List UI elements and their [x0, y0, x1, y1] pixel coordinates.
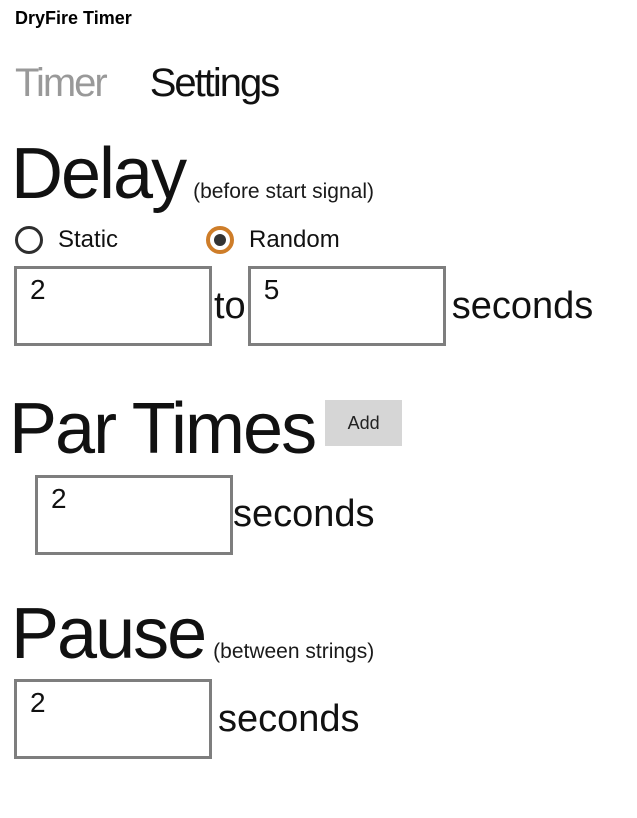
delay-mode-radio-group: Static Random	[15, 225, 637, 255]
pause-input[interactable]	[14, 679, 212, 760]
radio-random-circle-icon[interactable]	[206, 226, 234, 255]
delay-heading-row: Delay (before start signal)	[11, 131, 637, 217]
par-times-heading-row: Par Times Add	[9, 386, 637, 472]
pivot-tabs: Timer Settings	[15, 59, 637, 107]
delay-heading: Delay	[11, 134, 187, 214]
par-time-input[interactable]	[35, 474, 233, 555]
radio-option-random[interactable]: Random	[206, 226, 340, 255]
radio-random-label: Random	[249, 226, 340, 254]
pause-heading-row: Pause (between strings)	[11, 591, 637, 677]
delay-unit-label: seconds	[451, 284, 594, 327]
tab-timer[interactable]: Timer	[15, 61, 108, 105]
radio-selected-dot-icon	[214, 234, 226, 247]
radio-option-static[interactable]: Static	[15, 226, 206, 255]
delay-subtitle: (before start signal)	[193, 180, 374, 203]
pause-heading: Pause	[11, 593, 207, 674]
par-time-unit-label: seconds	[233, 493, 375, 536]
pause-unit-label: seconds	[218, 697, 360, 740]
delay-to-label: to	[214, 284, 246, 327]
par-times-input-row: seconds	[35, 474, 637, 555]
delay-inputs-row: to seconds	[14, 266, 637, 347]
delay-max-input[interactable]	[247, 266, 446, 347]
par-times-heading: Par Times	[9, 389, 317, 470]
pause-input-row: seconds	[14, 679, 637, 760]
radio-static-circle-icon[interactable]	[15, 226, 43, 255]
add-par-time-button[interactable]: Add	[325, 400, 403, 447]
app-title: DryFire Timer	[15, 8, 132, 28]
pause-subtitle: (between strings)	[213, 639, 375, 663]
tab-settings[interactable]: Settings	[149, 61, 281, 105]
radio-static-label: Static	[58, 226, 119, 254]
delay-min-input[interactable]	[14, 266, 212, 347]
